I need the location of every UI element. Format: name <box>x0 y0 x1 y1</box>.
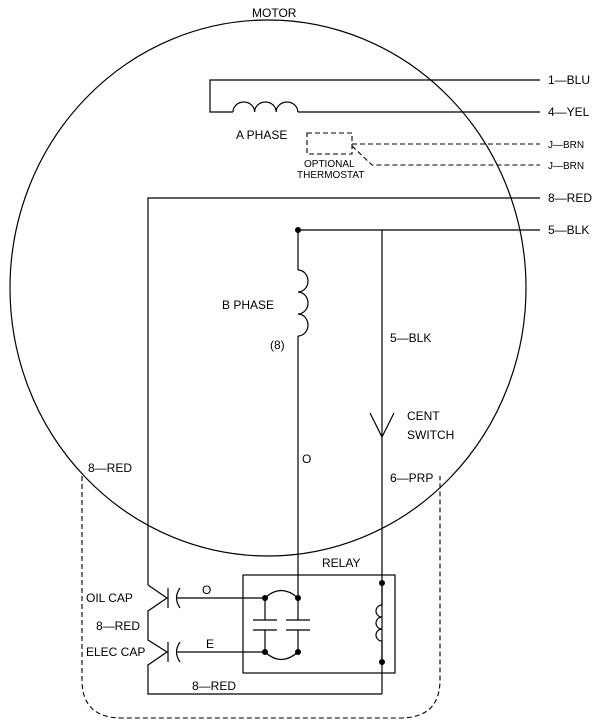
wire-5-blk-label: 5—BLK <box>390 331 431 345</box>
cent-switch-label-1: CENT <box>407 409 440 423</box>
lead-1-blu: 1—BLU <box>548 73 590 87</box>
elec-cap-label: ELEC CAP <box>86 645 145 659</box>
wire-o-cap-label: O <box>202 583 211 597</box>
junction-dot <box>295 227 301 233</box>
relay-label: RELAY <box>322 556 360 570</box>
relay-box <box>242 574 396 674</box>
b-phase-label: B PHASE <box>222 298 274 312</box>
oil-cap-label: OIL CAP <box>86 591 133 605</box>
wire-e-cap-label: E <box>206 637 214 651</box>
wire-o-label: O <box>302 452 311 466</box>
a-phase-label: A PHASE <box>236 128 287 142</box>
optional-thermostat-box <box>306 132 353 155</box>
wire-8-red-left-label: 8—RED <box>88 461 132 475</box>
diagram-title: MOTOR <box>252 6 297 20</box>
relay-contacts <box>253 589 310 661</box>
red-wire <box>147 197 540 585</box>
wire-8-red-bottom-label: 8—RED <box>192 679 236 693</box>
lead-8-red: 8—RED <box>548 191 592 205</box>
thermostat-label-2: THERMOSTAT <box>297 170 364 181</box>
electrolytic-capacitor <box>167 641 265 663</box>
junction-box-outline <box>81 476 441 719</box>
wire-8-red-mid-label: 8—RED <box>96 619 140 633</box>
relay-coil <box>375 580 385 665</box>
wire-6-prp-label: 6—PRP <box>390 471 433 485</box>
lead-5-blk: 5—BLK <box>548 223 589 237</box>
cent-switch-label-2: SWITCH <box>407 428 454 442</box>
black-wire <box>297 229 540 410</box>
lead-j-brn-2: J—BRN <box>548 161 584 172</box>
thermostat-label-1: OPTIONAL <box>304 159 355 170</box>
b-phase-number: (8) <box>270 338 285 352</box>
b-phase-winding <box>297 269 309 598</box>
lead-j-brn-1: J—BRN <box>548 140 584 151</box>
lead-4-yel: 4—YEL <box>548 105 590 119</box>
centrifugal-switch <box>369 410 395 439</box>
oil-capacitor <box>147 584 382 695</box>
thermostat-leads <box>351 143 540 166</box>
motor-outline <box>9 19 527 557</box>
a-phase-winding <box>209 79 540 113</box>
